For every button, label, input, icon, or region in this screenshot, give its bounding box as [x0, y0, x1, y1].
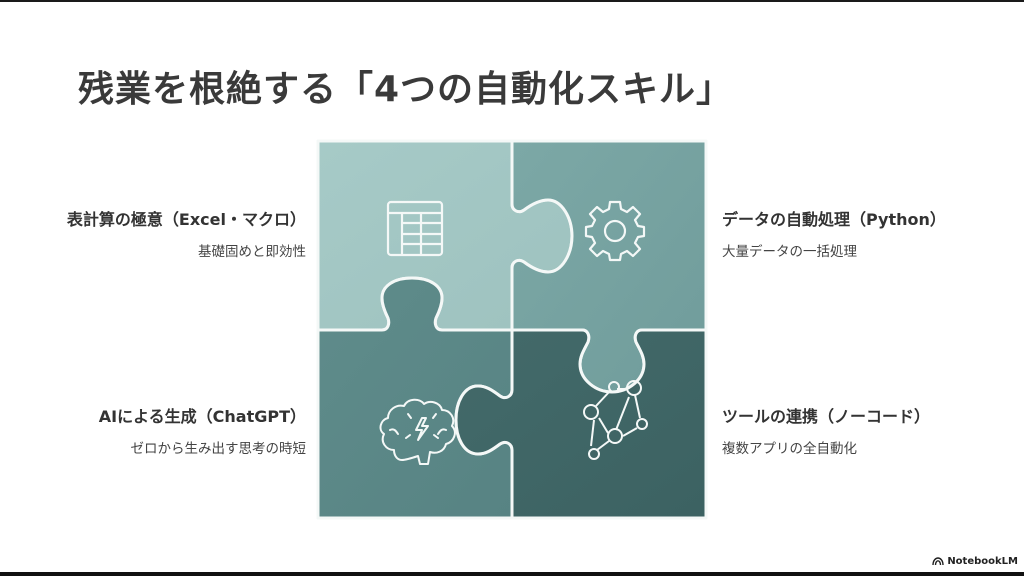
label-heading: AIによる生成（ChatGPT） — [98, 407, 306, 426]
label-heading: ツールの連携（ノーコード） — [722, 407, 931, 426]
label-heading: データの自動処理（Python） — [722, 210, 946, 229]
label-bottom-right: ツールの連携（ノーコード） 複数アプリの全自動化 — [722, 403, 930, 457]
label-subtext: ゼロから生み出す思考の時短 — [130, 441, 307, 457]
bottom-border — [0, 572, 1024, 576]
label-subtext: 基礎固めと即効性 — [198, 244, 306, 260]
label-heading: 表計算の極意（Excel・マクロ） — [66, 210, 306, 229]
slide-title: 残業を根絶する「4つの自動化スキル」 — [78, 69, 734, 110]
gear-icon — [584, 200, 646, 262]
label-bottom-left: AIによる生成（ChatGPT） ゼロから生み出す思考の時短 — [99, 403, 306, 457]
label-subtext: 大量データの一括処理 — [722, 244, 857, 260]
label-top-right: データの自動処理（Python） 大量データの一括処理 — [722, 206, 946, 260]
network-nodes-icon — [583, 380, 648, 460]
branding-label: NotebookLM — [947, 556, 1018, 567]
puzzle-diagram — [316, 139, 708, 520]
label-subtext: 複数アプリの全自動化 — [722, 441, 857, 457]
top-border — [0, 0, 1024, 2]
piece-bottom-right — [454, 328, 708, 520]
notebooklm-logo-icon — [932, 557, 945, 566]
label-top-left: 表計算の極意（Excel・マクロ） 基礎固めと即効性 — [67, 206, 306, 260]
notebooklm-branding: NotebookLM — [932, 556, 1018, 567]
brain-lightning-icon — [379, 398, 456, 465]
spreadsheet-icon — [386, 200, 444, 257]
